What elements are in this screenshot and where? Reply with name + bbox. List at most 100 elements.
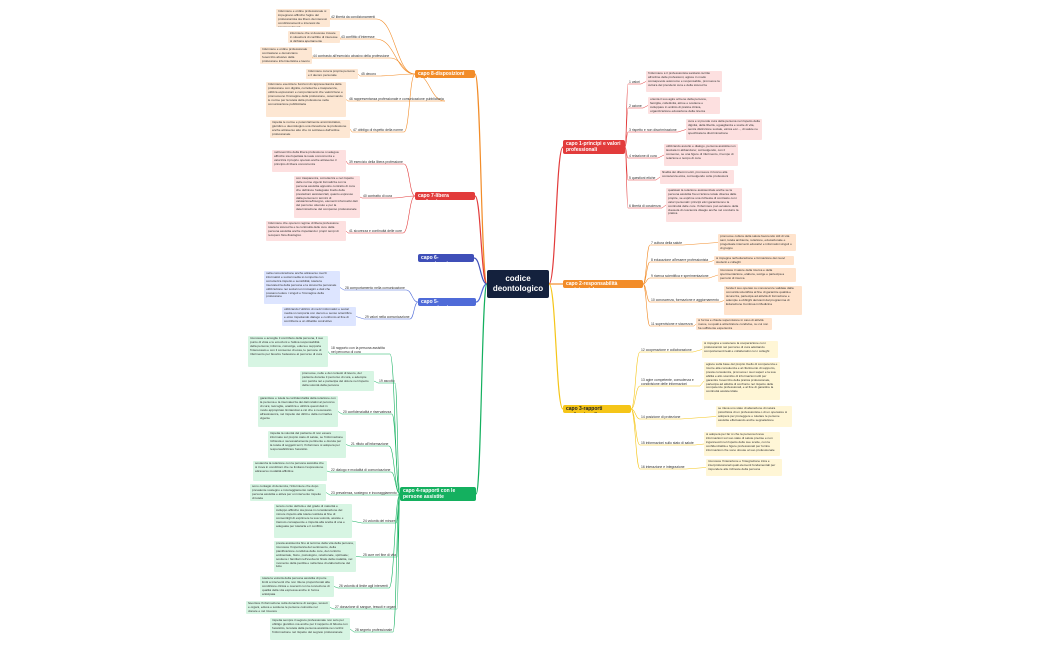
- connector-underline: [351, 520, 363, 524]
- leaf-capo3-16: riconosce l'interazione e l'integrazione…: [706, 459, 782, 476]
- sub-capo3-15[interactable]: 15 informazioni sullo stato di salute: [641, 441, 694, 445]
- sub-capo1-6[interactable]: 6 libertà di coscienza: [629, 204, 661, 208]
- sub-capo2-11[interactable]: 11 supervisione e sicurezza: [651, 322, 693, 326]
- leaf-capo3-15: si adopera per far sì che la persona ric…: [704, 432, 780, 456]
- connector-underline: [655, 176, 661, 181]
- sub-capo2-8[interactable]: 8 educazione all'essere professionista: [651, 258, 709, 262]
- sub-capo2-7[interactable]: 7 cultura della salute: [651, 241, 683, 245]
- connector: [392, 195, 416, 199]
- connector-underline: [359, 196, 363, 199]
- sub-capo4-26[interactable]: 26 volontà di limite agli interventi: [339, 584, 389, 588]
- connector: [388, 493, 401, 589]
- connector-underline: [692, 349, 703, 353]
- branch-capo-4[interactable]: capo 4-rapporti con le persone assistite: [400, 487, 476, 501]
- sub-capo3-12[interactable]: 12 cooperazione e collaborazione: [641, 348, 692, 352]
- leaf-capo1-3: cura e si prende cura della persona nel …: [686, 119, 762, 140]
- branch-capo-2[interactable]: capo 2-responsabilità assistenziale: [563, 280, 643, 288]
- branch-capo-8[interactable]: capo 8-disposizioni finali: [415, 70, 475, 78]
- leaf-capo2-9: riconosce il valore della ricerca e dell…: [718, 268, 796, 282]
- sub-capo1-4[interactable]: 4 relazione di cura: [629, 154, 657, 158]
- connector-underline: [349, 628, 355, 633]
- leaf-capo1-2: orienta il suo agire al bene della perso…: [648, 97, 720, 114]
- branch-capo-7[interactable]: capo 7-libera professione: [415, 192, 475, 200]
- branch-capo-1[interactable]: capo 1-principi e valori professionali: [563, 140, 625, 154]
- sub-capo8-46[interactable]: 46 rappresentanza professionale e comuni…: [349, 97, 444, 101]
- leaf-capo4-24: tenuto conto dell'età e del grado di mat…: [274, 504, 352, 538]
- connector-underline: [677, 129, 687, 133]
- sub-capo8-44[interactable]: 44 contrasto all'esercizio abusivo della…: [313, 54, 390, 58]
- sub-capo7-40[interactable]: 40 contratto di cura: [363, 194, 393, 198]
- sub-capo1-3[interactable]: 3 rispetto e non discriminazione: [629, 128, 677, 132]
- connector-underline: [357, 73, 361, 77]
- branch-capo-6[interactable]: capo 6-organizzazione: [418, 254, 474, 262]
- leaf-capo1-5: finalità dei dilemmi etici, promuove il …: [660, 170, 734, 184]
- sub-capo7-41[interactable]: 41 sicurezza e continuità delle cure: [349, 229, 402, 233]
- connector: [391, 413, 401, 495]
- connector-underline: [661, 204, 667, 209]
- leaf-capo4-19: promuove, nelle e dei contesti di lavoro…: [300, 371, 374, 391]
- leaf-capo3-14: se rileva uno stato di alterazione di na…: [716, 406, 792, 427]
- leaf-capo4-20: garantisce e tutela la confidenzialità d…: [258, 396, 338, 427]
- sub-capo8-43[interactable]: 43 conflitto d'interesse: [341, 35, 375, 39]
- connector-underline: [373, 380, 379, 384]
- sub-capo4-27[interactable]: 27 donazione di sangue, tessuti e organi: [335, 605, 396, 609]
- leaf-capo5-29: utilizzando l'utilizzo di mezzi informat…: [282, 307, 356, 326]
- sub-capo3-13[interactable]: 13 agire competente, consulenza e condiv…: [641, 378, 694, 386]
- sub-capo7-39[interactable]: 39 esercizio della libera professione: [349, 160, 403, 164]
- connector: [403, 163, 416, 197]
- sub-capo5-28[interactable]: 28 comportamento nella comunicazione: [345, 286, 405, 290]
- leaf-capo2-11: si forma e chiede supervisione in caso d…: [696, 318, 772, 330]
- connector-underline: [333, 586, 339, 589]
- connector: [548, 146, 564, 285]
- connector: [630, 408, 641, 420]
- sub-capo3-14[interactable]: 14 posizione di protezione: [641, 415, 681, 419]
- connector-underline: [694, 443, 705, 446]
- connector-underline: [657, 154, 665, 159]
- sub-capo4-25[interactable]: 25 cure nel fine di vita: [363, 553, 396, 557]
- central-topic[interactable]: codice deontologico: [487, 270, 549, 298]
- sub-capo1-5[interactable]: 5 questioni etiche: [629, 176, 656, 180]
- connector-underline: [349, 128, 353, 133]
- sub-capo1-2[interactable]: 2 azione: [629, 104, 642, 108]
- leaf-capo2-10: fonda il suo operato su conoscenze valid…: [724, 286, 802, 315]
- leaf-capo1-1: l'infermiere è il professionista sanitar…: [646, 71, 722, 92]
- sub-capo8-47[interactable]: 47 obbligo di rispetto della norme: [353, 128, 403, 132]
- sub-capo1-1[interactable]: 1 valori: [629, 80, 640, 84]
- sub-capo2-9[interactable]: 9 ricerca scientifica e sperimentazione: [651, 274, 709, 278]
- sub-capo4-18[interactable]: 18 rapporto con la persona assistita nel…: [331, 346, 385, 354]
- sub-capo4-21[interactable]: 21 rifiuto all'informazione: [351, 442, 389, 446]
- leaf-capo8-43: infermiere che si dovesse trovare in sit…: [288, 31, 340, 43]
- connector-underline: [329, 607, 335, 610]
- sub-capo4-19[interactable]: 19 ascolto: [379, 379, 395, 383]
- leaf-capo4-18: riconosce e accoglie il contributo della…: [248, 336, 328, 367]
- sub-capo4-28[interactable]: 28 segreto professionale: [355, 628, 393, 632]
- connector: [642, 277, 651, 285]
- sub-capo4-23[interactable]: 23 prevalenza, sostegno e incoraggiament…: [331, 491, 397, 495]
- leaf-capo5-28: nella comunicazione anche attraverso mez…: [264, 271, 340, 304]
- sub-capo4-20[interactable]: 20 confidenzialità e riservatezza: [343, 410, 392, 414]
- leaf-capo1-4: utilizzando ascolto e dialogo, persona a…: [664, 144, 738, 166]
- connector: [403, 73, 416, 133]
- connector-underline: [355, 556, 363, 558]
- sub-capo8-42[interactable]: 42 libertà da condizionamenti: [331, 15, 376, 19]
- sub-capo3-16[interactable]: 16 interazione e integrazione: [641, 465, 685, 469]
- sub-capo5-29[interactable]: 29 valori nella comunicazione: [365, 315, 410, 319]
- connector-underline: [337, 411, 343, 415]
- connector: [642, 261, 651, 285]
- connector: [390, 471, 401, 495]
- connector-underline: [355, 316, 365, 320]
- connector: [473, 257, 488, 285]
- leaf-capo8-46: Infermiere esercita le funzioni di rappr…: [266, 82, 346, 117]
- connector-underline: [699, 380, 705, 387]
- connector-underline: [339, 287, 345, 291]
- sub-capo8-45[interactable]: 45 decoro: [361, 72, 377, 76]
- connector-underline: [719, 300, 725, 303]
- sub-capo2-10[interactable]: 10 conoscenza, formazione e aggiornament…: [651, 298, 719, 302]
- connector: [630, 385, 641, 410]
- sub-capo4-24[interactable]: 24 volontà del minore: [363, 519, 396, 523]
- branch-capo-3[interactable]: capo 3-rapporti professionali: [563, 405, 631, 413]
- connector: [630, 351, 641, 410]
- leaf-capo4-21: rispetta la volontà del paziente di non …: [268, 431, 346, 458]
- branch-capo-5[interactable]: capo 5-comunicazione: [418, 298, 476, 306]
- sub-capo4-22[interactable]: 22 dialogo e modalità di comunicazione: [331, 468, 391, 472]
